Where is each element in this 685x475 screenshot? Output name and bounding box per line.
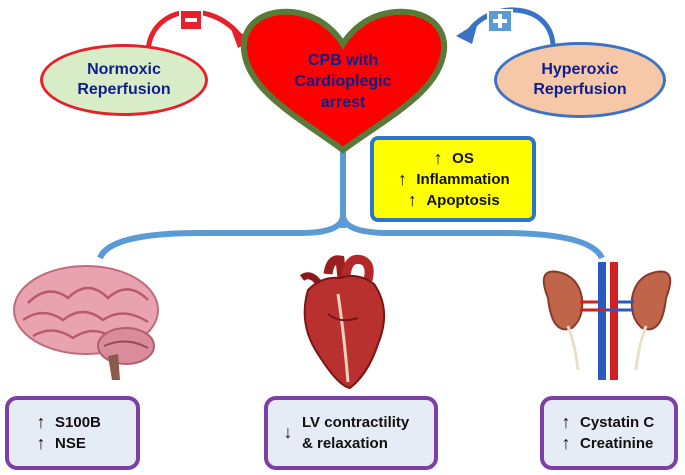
effect-inflammation-label: Inflammation	[416, 170, 510, 188]
center-label-line3: arrest	[320, 94, 366, 111]
up-arrow-icon: ↑	[36, 412, 46, 432]
center-heart-shape	[240, 8, 448, 154]
normoxic-reperfusion-oval: Normoxic Reperfusion	[40, 44, 208, 116]
kidney-illustration	[542, 262, 672, 380]
right-curved-arrow	[468, 7, 556, 51]
marker-s100b-label: S100B	[55, 414, 101, 431]
hyperoxic-label-line2: Reperfusion	[533, 81, 627, 98]
brain-markers-box: ↑ S100B ↑ NSE	[5, 396, 140, 470]
hyperoxic-reperfusion-oval: Hyperoxic Reperfusion	[494, 42, 666, 118]
marker-cystatin: ↑ Cystatin C	[560, 412, 674, 433]
center-heart-label: CPB with Cardioplegic arrest	[270, 50, 416, 113]
marker-cystatin-label: Cystatin C	[580, 414, 655, 431]
effect-apoptosis: ↑ Apoptosis	[406, 189, 500, 211]
heart-markers-box: ↓ LV contractility & relaxation	[264, 396, 438, 470]
brain-illustration	[13, 265, 159, 380]
up-arrow-icon: ↑	[433, 147, 443, 168]
heart-organ-illustration	[299, 254, 386, 390]
hyperoxic-label-line1: Hyperoxic	[541, 61, 619, 78]
up-arrow-icon: ↑	[561, 433, 571, 453]
center-label-line1: CPB with	[307, 52, 379, 69]
marker-nse: ↑ NSE	[35, 433, 136, 454]
normoxic-label-line2: Reperfusion	[77, 81, 171, 98]
down-arrow-icon: ↓	[283, 422, 293, 442]
up-arrow-icon: ↑	[407, 189, 417, 210]
marker-creatinine-label: Creatinine	[580, 435, 654, 452]
marker-creatinine: ↑ Creatinine	[560, 433, 674, 454]
right-arrow-head	[456, 22, 478, 44]
marker-lv-label-line1: LV contractility	[302, 414, 410, 431]
up-arrow-icon: ↑	[561, 412, 571, 432]
effects-box: ↑ OS ↑ Inflammation ↑ Apoptosis	[370, 136, 536, 222]
kidney-markers-box: ↑ Cystatin C ↑ Creatinine	[540, 396, 678, 470]
marker-s100b: ↑ S100B	[35, 412, 136, 433]
effect-os: ↑ OS	[432, 148, 474, 169]
up-arrow-icon: ↑	[36, 433, 46, 453]
marker-lv: ↓ LV contractility & relaxation	[282, 412, 434, 454]
up-arrow-icon: ↑	[397, 168, 407, 189]
marker-nse-label: NSE	[55, 435, 86, 452]
normoxic-label-line1: Normoxic	[87, 61, 161, 78]
effect-apoptosis-label: Apoptosis	[426, 191, 500, 209]
center-label-line2: Cardioplegic	[294, 73, 392, 90]
effect-inflammation: ↑ Inflammation	[396, 168, 510, 190]
marker-lv-label-line2: & relaxation	[302, 435, 388, 452]
branch-brace-line	[97, 214, 605, 260]
effect-os-label: OS	[452, 149, 474, 167]
